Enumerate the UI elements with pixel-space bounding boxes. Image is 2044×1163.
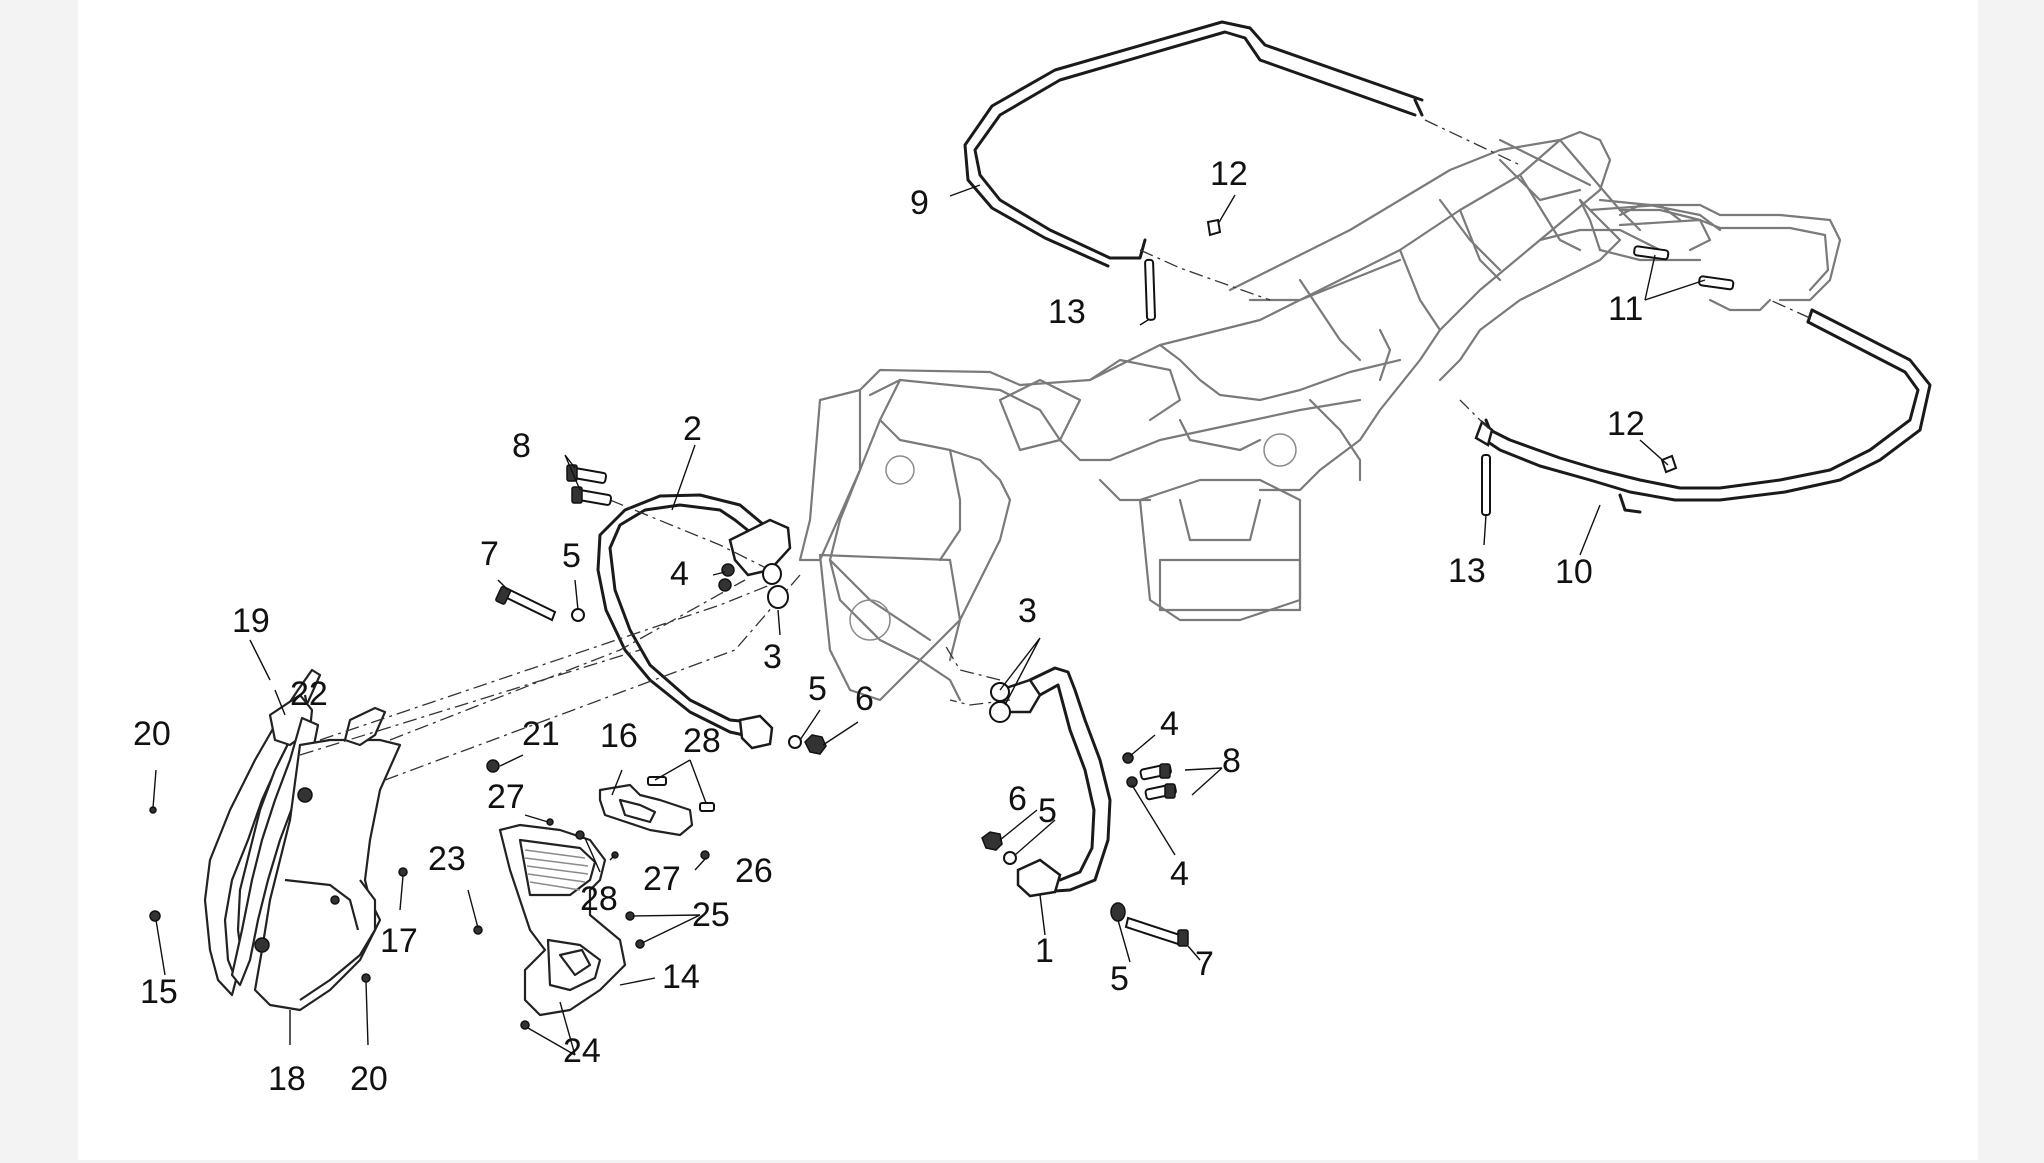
- callout-19: 19: [232, 602, 270, 640]
- leader-lines: [152, 184, 1706, 1056]
- callout-22: 22: [290, 675, 328, 713]
- assembly-lines: [299, 119, 1811, 781]
- callout-17: 17: [380, 922, 418, 960]
- callout-27-lower: 27: [643, 860, 681, 898]
- callout-27-upper: 27: [487, 778, 525, 816]
- callout-23: 23: [428, 840, 466, 878]
- crash-bar-lower-right: [1474, 308, 1932, 514]
- callout-20-left: 20: [133, 715, 171, 753]
- callout-3-right: 3: [1018, 592, 1037, 630]
- callout-5-front: 5: [808, 670, 827, 708]
- belly-pan: [498, 823, 627, 1017]
- callout-21: 21: [522, 715, 560, 753]
- callout-8-right: 8: [1222, 742, 1241, 780]
- rear-rack: [1618, 203, 1842, 312]
- callout-6-front: 6: [855, 680, 874, 718]
- callout-2: 2: [683, 410, 702, 448]
- callout-28-upper: 28: [683, 722, 721, 760]
- callout-7-lower: 7: [1195, 945, 1214, 983]
- callout-28-lower: 28: [580, 880, 618, 918]
- callout-18: 18: [268, 1060, 306, 1098]
- callout-24: 24: [563, 1032, 601, 1070]
- crash-bar-front-right: [998, 666, 1112, 898]
- side-cover-assembly: [203, 668, 402, 1012]
- callout-9: 9: [910, 184, 929, 222]
- callout-11: 11: [1608, 290, 1643, 328]
- mounting-bracket: [598, 783, 694, 837]
- callout-12-lower: 12: [1607, 405, 1645, 443]
- callout-1: 1: [1035, 932, 1054, 970]
- callout-5-upper: 5: [562, 537, 581, 575]
- callout-3-upper: 3: [763, 638, 782, 676]
- callout-12-upper: 12: [1210, 155, 1248, 193]
- callout-10: 10: [1555, 553, 1593, 591]
- callout-26: 26: [735, 852, 773, 890]
- callout-8-upper: 8: [512, 427, 531, 465]
- callout-4-right-top: 4: [1160, 705, 1179, 743]
- callout-16: 16: [600, 717, 638, 755]
- crash-bar-front-left: [596, 493, 792, 750]
- callout-13-upper: 13: [1048, 293, 1086, 331]
- callout-4-right-bottom: 4: [1170, 855, 1189, 893]
- callout-25: 25: [692, 896, 730, 934]
- diagram-sheet: [78, 0, 1978, 1160]
- callout-5-right-mid: 5: [1038, 792, 1057, 830]
- callout-13-lower: 13: [1448, 552, 1486, 590]
- callout-4-upper: 4: [670, 555, 689, 593]
- motorcycle-frame: [798, 130, 1722, 702]
- callout-5-right-low: 5: [1110, 960, 1129, 998]
- callout-15: 15: [140, 973, 178, 1011]
- callout-6-right: 6: [1008, 780, 1027, 818]
- callout-7-upper: 7: [480, 535, 499, 573]
- callout-labels: 1 2 3 3 4 4 4 5 5 5 5 6 6 7 7 8 8 9 10 1…: [133, 155, 1645, 1098]
- callout-20-bottom: 20: [350, 1060, 388, 1098]
- callout-14: 14: [662, 958, 700, 996]
- crash-bar-upper-left: [963, 20, 1424, 268]
- fasteners: [149, 218, 1735, 1030]
